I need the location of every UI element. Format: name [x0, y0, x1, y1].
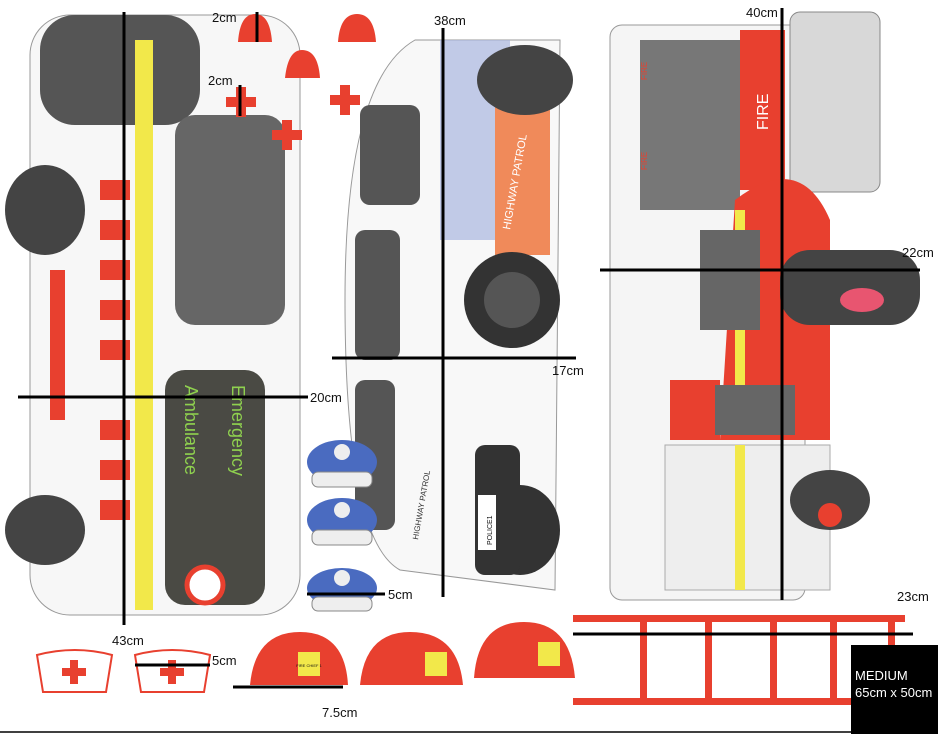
fire-cab-text: FIRE [755, 94, 772, 130]
police-car-decal: HIGHWAY PATROL POLICE1 HIGHWAY PATROL [344, 39, 573, 591]
label-cap-height: 2cm [212, 10, 237, 25]
small-stickers [226, 14, 376, 150]
size-badge: MEDIUM 65cm x 50cm [851, 645, 938, 734]
fire-helmets: FIRE CHIEF 1 [250, 622, 575, 685]
helmet-badge-text: FIRE CHIEF 1 [296, 663, 322, 668]
ambulance-text-1: Emergency [228, 385, 248, 476]
size-badge-dimensions: 65cm x 50cm [855, 685, 933, 700]
dimension-lines [0, 8, 938, 733]
label-police-hat-width: 5cm [388, 587, 413, 602]
label-police-car-width: 17cm [552, 363, 584, 378]
label-fire-truck-width: 22cm [902, 245, 934, 260]
label-ambulance-length: 43cm [112, 633, 144, 648]
label-fire-helmet-width: 7.5cm [322, 705, 357, 720]
label-nurse-hat-width: 5cm [212, 653, 237, 668]
fire-truck-decal: FIRE FIRE FIRE [609, 11, 920, 601]
label-police-car-length: 38cm [434, 13, 466, 28]
fire-side-text-2: FIRE [640, 152, 649, 170]
nurse-hats [35, 649, 212, 693]
fire-side-text-1: FIRE [640, 62, 649, 80]
label-ambulance-width: 20cm [310, 390, 342, 405]
ambulance-text-2: Ambulance [181, 385, 201, 475]
label-fire-truck-length: 40cm [746, 5, 778, 20]
police-hats [307, 440, 377, 612]
police-plate-text: POLICE1 [487, 515, 494, 545]
label-cross-height: 2cm [208, 73, 233, 88]
size-badge-title: MEDIUM [855, 668, 908, 683]
label-ladder-length: 23cm [897, 589, 929, 604]
